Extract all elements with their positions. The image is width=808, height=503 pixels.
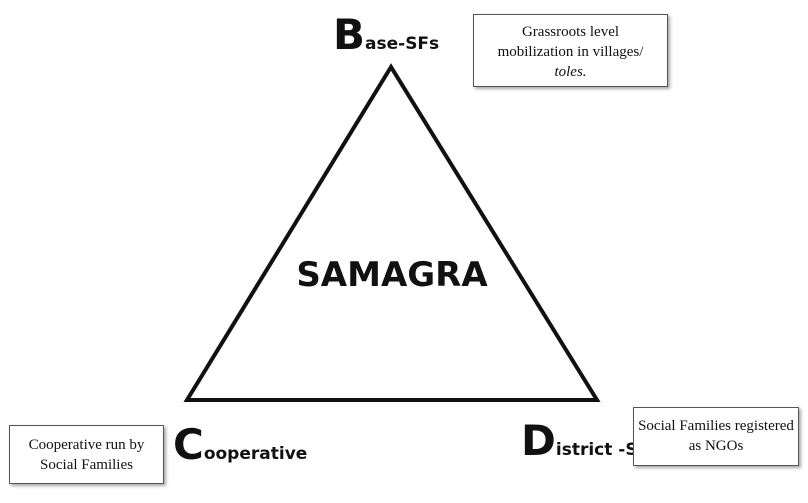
vertex-district-sf: District -SF — [521, 420, 649, 462]
note-box-grassroots: Grassroots level mobilization in village… — [473, 14, 668, 87]
vertex-cooperative-initial: C — [173, 420, 204, 469]
note-box-cooperative: Cooperative run by Social Families — [9, 425, 164, 484]
vertex-cooperative-rest: ooperative — [203, 444, 308, 464]
vertex-base-rest: ase-SFs — [365, 34, 440, 54]
note-district-line2: as NGOs — [688, 438, 744, 454]
note-grassroots-line3: toles. — [554, 64, 587, 80]
vertex-cooperative: Cooperative — [173, 424, 307, 466]
vertex-base-sfs: Base-SFs — [333, 14, 439, 56]
note-grassroots-line2: mobilization in villages/ — [497, 44, 644, 60]
note-cooperative-line2: Social Families — [40, 457, 133, 473]
note-box-district: Social Families registered as NGOs — [633, 407, 799, 466]
triangle-outline — [183, 63, 601, 402]
note-cooperative-line1: Cooperative run by — [28, 437, 145, 453]
note-grassroots-line1: Grassroots level — [521, 24, 620, 40]
note-district-line1: Social Families registered — [638, 418, 794, 434]
vertex-base-initial: B — [333, 10, 366, 59]
vertex-district-rest: istrict -SF — [555, 440, 650, 460]
vertex-district-initial: D — [521, 416, 556, 465]
center-label: SAMAGRA — [296, 255, 488, 295]
